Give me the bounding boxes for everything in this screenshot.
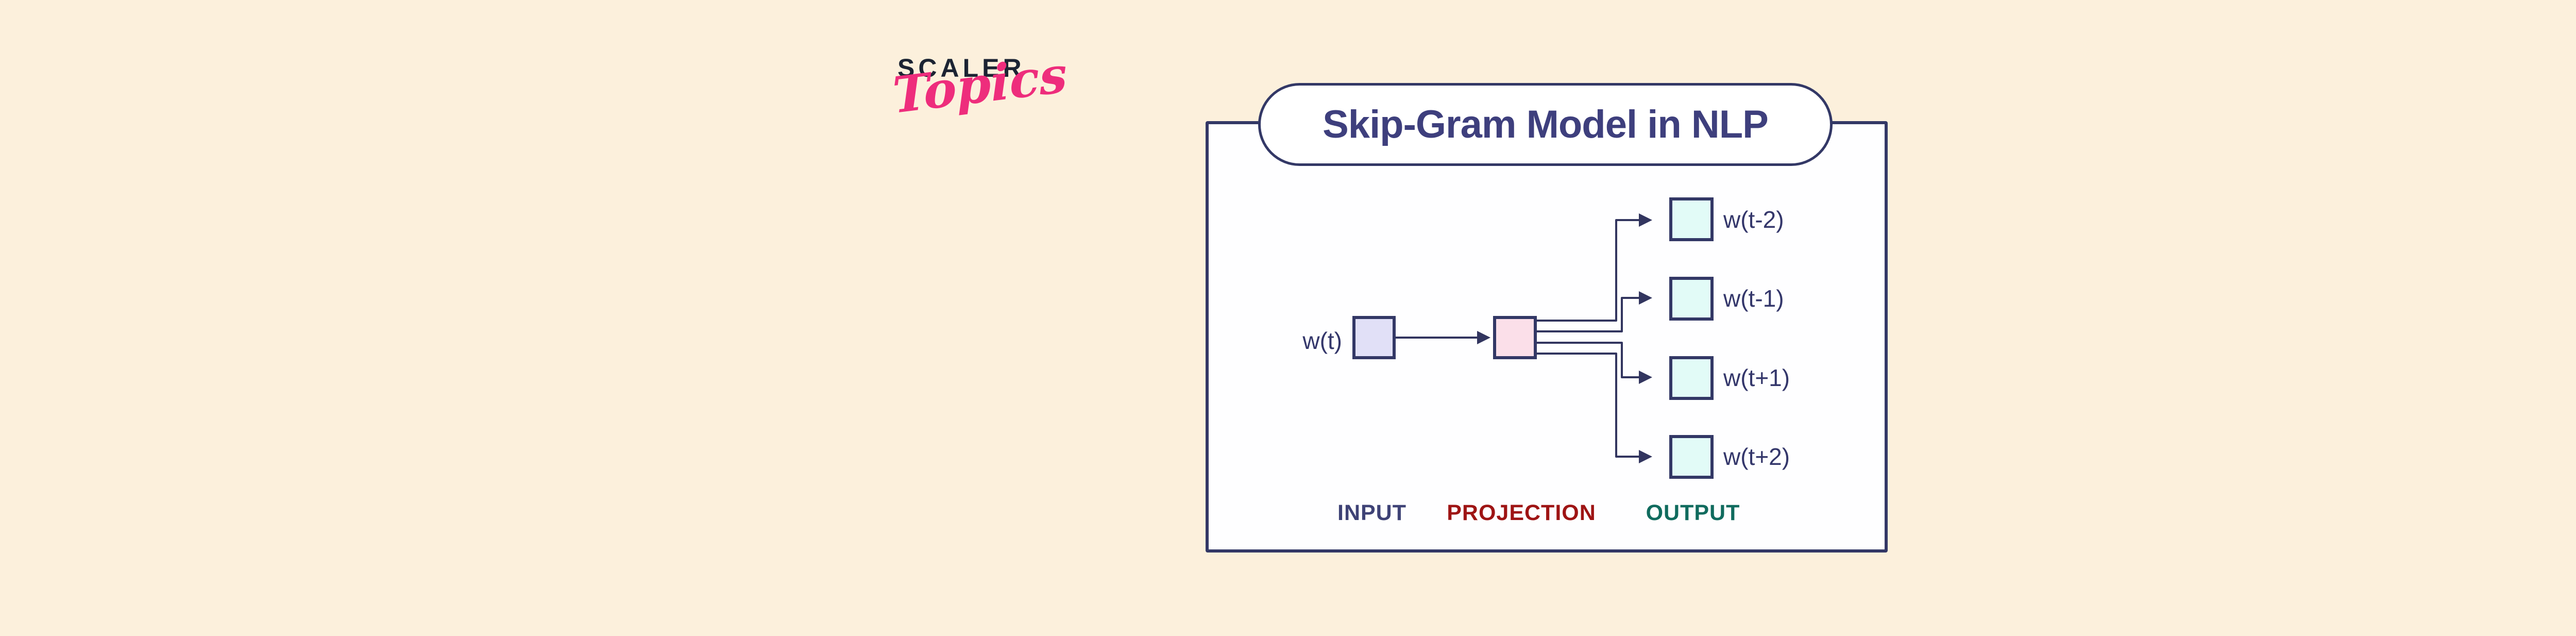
title-pill: Skip-Gram Model in NLP	[1258, 83, 1833, 166]
scaler-topics-logo: SCALER Topics	[887, 45, 1069, 147]
column-label-input: INPUT	[1337, 500, 1406, 525]
logo-brand-text: SCALER	[897, 54, 1025, 82]
output-node-box-wt+2	[1669, 435, 1714, 479]
diagram-panel	[1206, 121, 1888, 553]
output-word-label-wt-1: w(t-1)	[1723, 285, 1784, 312]
input-node-box	[1352, 316, 1396, 359]
output-word-label-wt+1: w(t+1)	[1723, 364, 1790, 391]
projection-node-box	[1493, 316, 1537, 359]
output-word-label-wt-2: w(t-2)	[1723, 206, 1784, 233]
output-word-label-wt+2: w(t+2)	[1723, 443, 1790, 470]
output-node-box-wt+1	[1669, 356, 1714, 400]
column-label-output: OUTPUT	[1646, 500, 1740, 525]
input-word-label: w(t)	[1302, 327, 1342, 354]
page-title: Skip-Gram Model in NLP	[1323, 103, 1769, 146]
output-node-box-wt-1	[1669, 277, 1714, 321]
output-node-box-wt-2	[1669, 197, 1714, 241]
column-label-projection: PROJECTION	[1447, 500, 1596, 525]
